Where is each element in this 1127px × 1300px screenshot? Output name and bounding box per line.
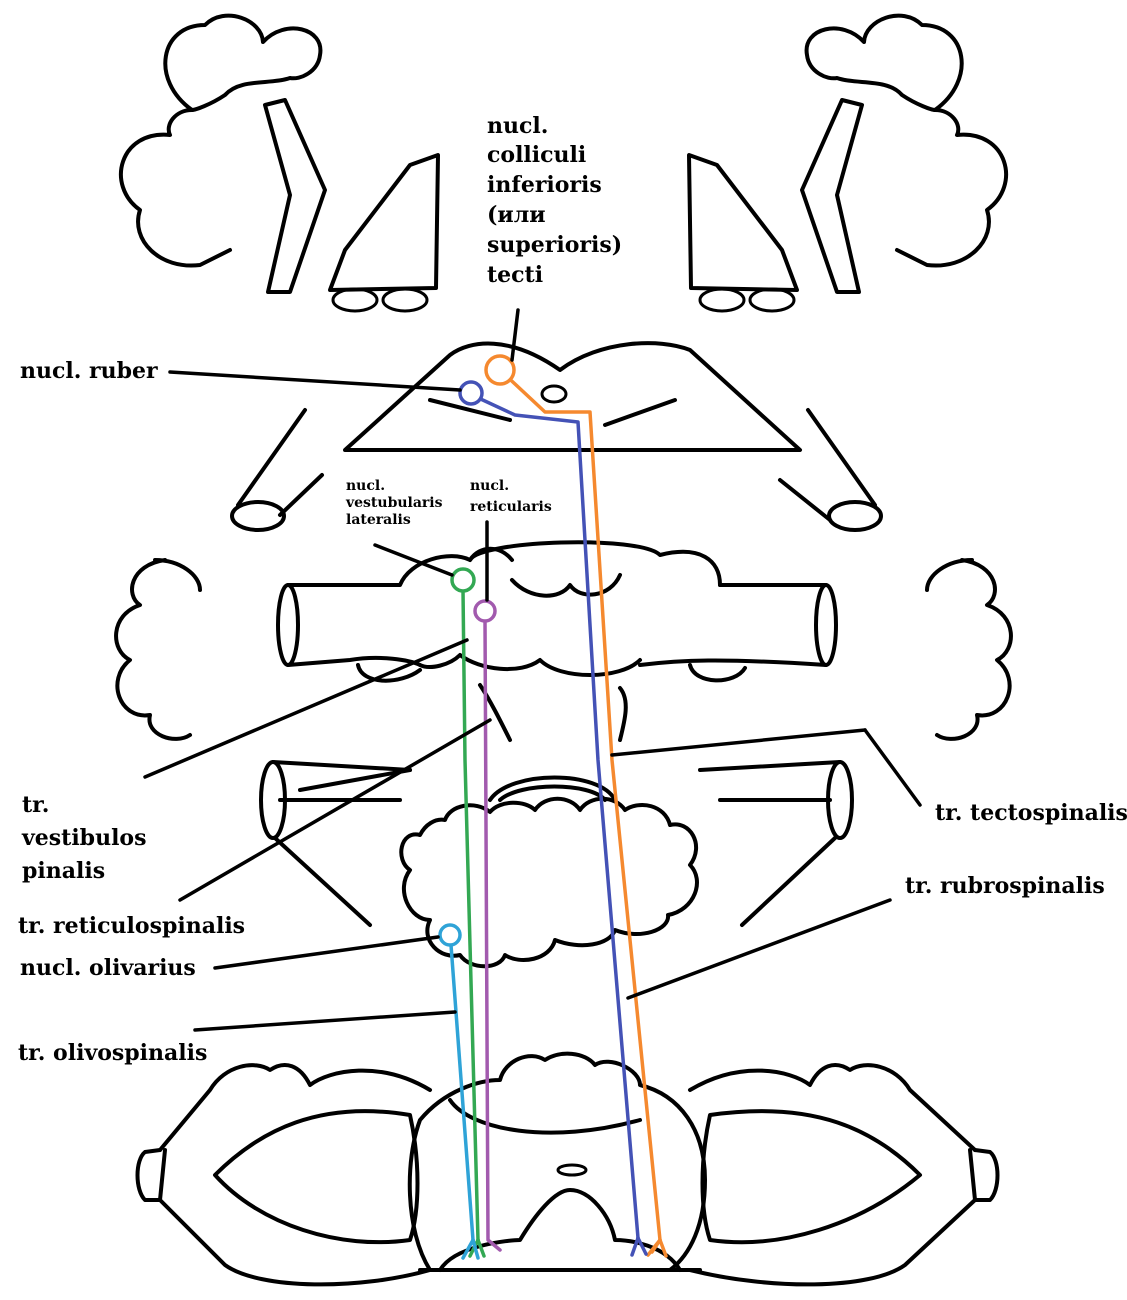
nucl-olivarius-marker xyxy=(440,925,460,945)
label-tr-rubrospinalis: tr. rubrospinalis xyxy=(905,873,1105,899)
label-nucl-reticularis: nucl. reticularis xyxy=(470,478,552,515)
label-nucl-ruber: nucl. ruber xyxy=(20,358,158,384)
nucl-tecti-marker xyxy=(486,356,514,384)
rubrospinal-tract xyxy=(472,395,638,1238)
medulla-section xyxy=(261,762,852,966)
nucl-vestibularis-marker xyxy=(452,569,474,591)
pons-section xyxy=(116,542,1011,740)
label-nucl-tecti: nucl. colliculi inferioris (или superior… xyxy=(487,113,630,288)
label-nucl-olivarius: nucl. olivarius xyxy=(20,955,196,981)
nucl-ruber-marker xyxy=(460,382,482,404)
label-tr-olivospinalis: tr. olivospinalis xyxy=(18,1040,207,1066)
nucl-reticularis-marker xyxy=(475,601,495,621)
label-tr-vestibulospinalis: tr. vestibulos pinalis xyxy=(21,792,154,884)
label-tr-tectospinalis: tr. tectospinalis xyxy=(935,800,1127,826)
label-nucl-vestibularis: nucl. vestubularis lateralis xyxy=(345,478,447,528)
midbrain-section xyxy=(232,343,881,530)
label-tr-reticulospinalis: tr. reticulospinalis xyxy=(18,913,245,939)
spinal-cord-section xyxy=(138,1054,998,1285)
